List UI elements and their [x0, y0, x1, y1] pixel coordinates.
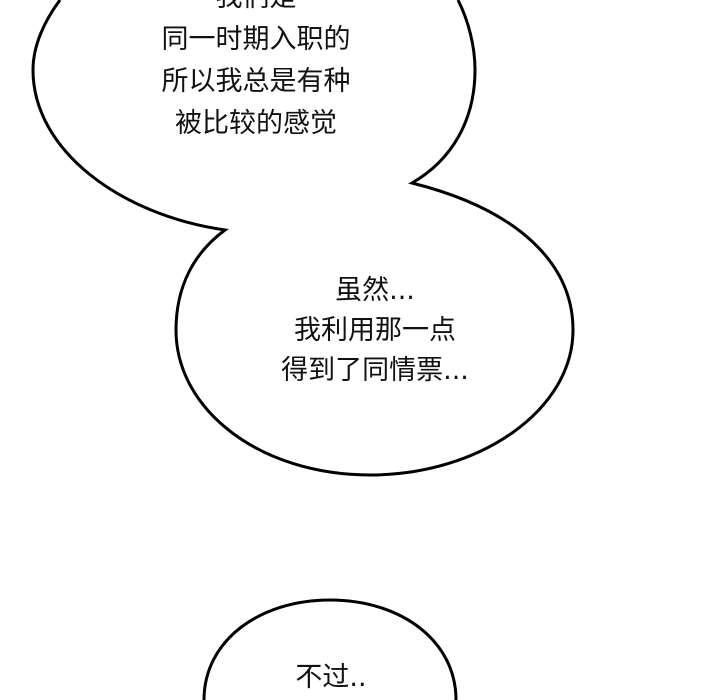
- bubble-1-text: 我们是 同一时期入职的 所以我总是有种 被比较的感觉: [162, 0, 351, 144]
- text-line: 不过..: [295, 662, 367, 693]
- bubble-3-text: 不过..: [295, 658, 366, 698]
- text-line: 同一时期入职的: [161, 24, 351, 55]
- merged-speech-bubble: [31, 0, 575, 477]
- bubble-2-text: 虽然... 我利用那一点 得到了同情票...: [281, 271, 469, 391]
- text-line: 我利用那一点: [294, 315, 456, 346]
- text-line: 所以我总是有种: [161, 66, 351, 97]
- text-line: 被比较的感觉: [175, 108, 337, 139]
- text-line: 虽然...: [335, 275, 415, 306]
- bottom-speech-bubble: [202, 598, 458, 700]
- text-line: 得到了同情票...: [281, 355, 469, 386]
- text-line: 我们是: [162, 0, 351, 18]
